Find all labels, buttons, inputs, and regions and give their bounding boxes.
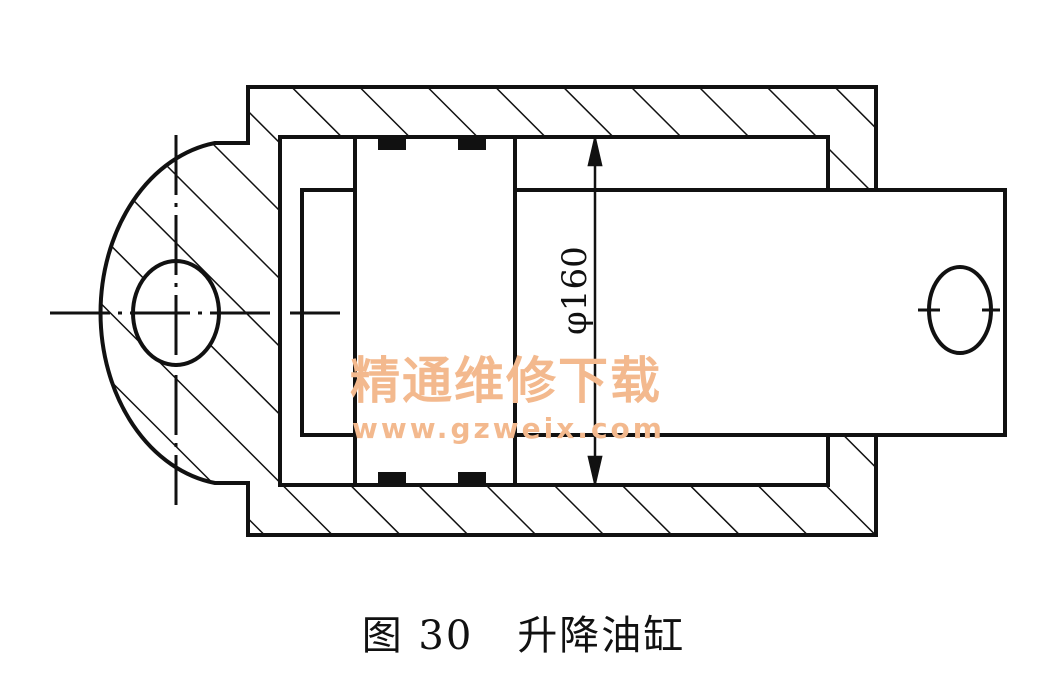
- dimension-arrow-down: [587, 455, 603, 484]
- dimension-arrow-up: [587, 138, 603, 167]
- figure-caption: 图 30 升降油缸: [0, 612, 1047, 660]
- piston: [353, 135, 517, 487]
- caption-title: 升降油缸: [517, 613, 686, 659]
- piston-seal: [378, 137, 406, 150]
- caption-number: 图 30: [361, 613, 474, 659]
- watermark-title: 精通维修下载: [350, 352, 662, 410]
- watermark-url: www.gzweix.com: [352, 412, 665, 445]
- piston-seals: [378, 137, 486, 485]
- piston-seal: [378, 472, 406, 485]
- piston-seal: [458, 472, 486, 485]
- piston-rod: [513, 188, 1007, 437]
- diameter-label: φ160: [555, 246, 595, 335]
- diameter-dimension-line: [587, 138, 603, 484]
- piston-seal: [458, 137, 486, 150]
